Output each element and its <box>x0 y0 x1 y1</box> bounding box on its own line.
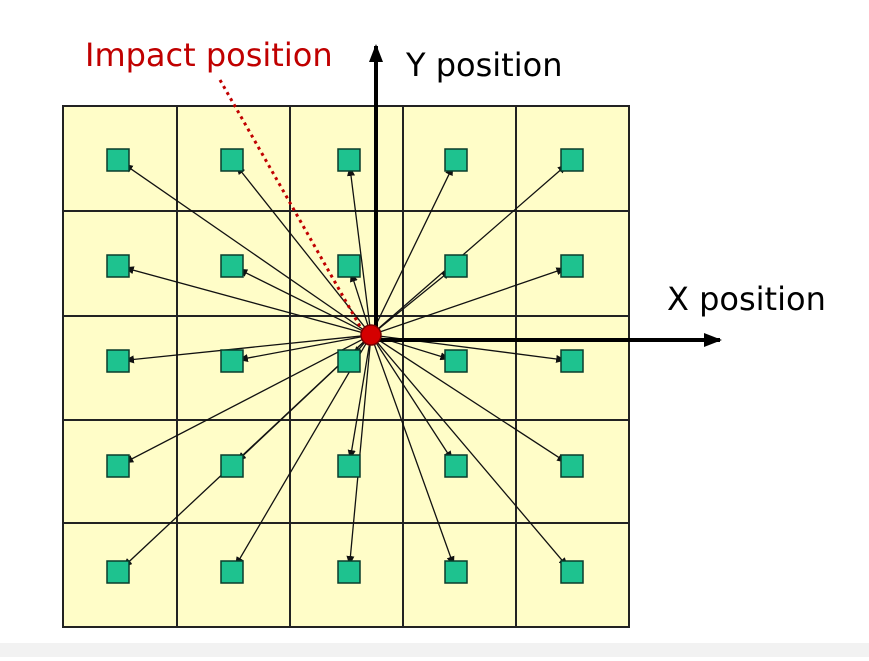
sensor-icon <box>560 454 584 478</box>
impact-icon <box>360 324 382 346</box>
sensor-icon <box>106 349 130 373</box>
propagation-arrow <box>346 342 371 566</box>
sensor-icon <box>106 560 130 584</box>
sensor-icon <box>220 349 244 373</box>
propagation-arrow <box>374 341 453 461</box>
sensor-icon <box>106 254 130 278</box>
sensor-icon <box>560 560 584 584</box>
sensor-icon <box>220 454 244 478</box>
propagation-arrow <box>376 163 568 331</box>
x-position-label: X position <box>667 280 826 318</box>
propagation-arrow <box>234 341 368 567</box>
propagation-arrow <box>123 266 364 334</box>
propagation-arrow <box>378 267 567 334</box>
sensor-icon <box>444 148 468 172</box>
impact-position-label: Impact position <box>85 36 333 74</box>
propagation-arrow <box>347 165 371 328</box>
sensor-grid <box>62 105 630 628</box>
propagation-arrow <box>237 268 365 332</box>
sensor-icon <box>106 148 130 172</box>
sensor-icon <box>337 148 361 172</box>
sensor-icon <box>220 148 244 172</box>
sensor-icon <box>337 454 361 478</box>
y-position-label: Y position <box>405 46 562 84</box>
sensors <box>106 148 584 584</box>
propagation-arrow <box>373 165 454 329</box>
propagation-arrow <box>124 335 364 364</box>
propagation-arrow <box>237 335 364 362</box>
sensor-icon <box>560 254 584 278</box>
propagation-arrow <box>350 271 370 328</box>
sensor-icon <box>106 454 130 478</box>
grid-cell <box>176 522 291 628</box>
propagation-arrow <box>375 340 569 568</box>
sensor-icon <box>220 254 244 278</box>
propagation-arrow <box>377 338 567 463</box>
sensor-icon <box>444 254 468 278</box>
propagation-arrow <box>122 163 365 331</box>
propagation-arrow <box>376 269 452 331</box>
sensor-icon <box>444 560 468 584</box>
propagation-arrow <box>123 338 365 464</box>
sensor-icon <box>560 349 584 373</box>
sensor-icon <box>444 349 468 373</box>
impact-pointer <box>218 79 364 331</box>
bottom-strip <box>0 643 869 657</box>
sensor-icon <box>560 148 584 172</box>
sensor-icon <box>337 349 361 373</box>
propagation-arrow <box>373 342 455 567</box>
sensor-icon <box>337 254 361 278</box>
propagation-arrow <box>347 342 371 461</box>
sensor-icon <box>337 560 361 584</box>
propagation-arrow <box>122 340 366 568</box>
sensor-icon <box>444 454 468 478</box>
sensor-icon <box>220 560 244 584</box>
grid-cell <box>289 210 404 317</box>
